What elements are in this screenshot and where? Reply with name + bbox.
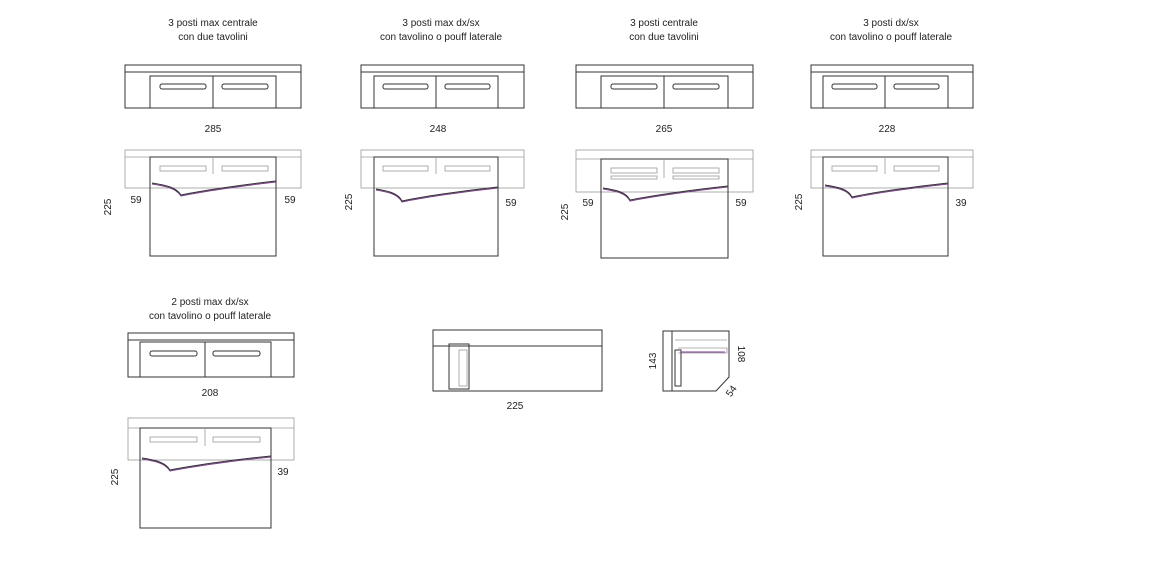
config-5-width: 208: [202, 388, 219, 399]
config-4-title: 3 posti dx/sx: [863, 18, 919, 29]
config-4-depth: 225: [794, 193, 805, 210]
detail-height: 143: [648, 352, 659, 369]
corner-detail: 143 108 54: [648, 330, 746, 399]
config-2-width: 248: [430, 124, 447, 135]
detail-angle: 54: [724, 383, 740, 399]
config-3-plan-view: [575, 149, 754, 259]
config-3: 3 posti centrale con due tavolini 265 22…: [560, 18, 754, 259]
config-2-right-dim: 59: [505, 198, 517, 209]
config-2-title: 3 posti max dx/sx: [402, 18, 479, 29]
config-4-front-view: [810, 64, 974, 109]
config-2-depth: 225: [344, 193, 355, 210]
config-1-right-dim: 59: [284, 195, 296, 206]
config-1-depth: 225: [103, 198, 114, 215]
config-5-front-view: [127, 332, 295, 378]
config-5-right-dim: 39: [277, 467, 289, 478]
config-3-right-dim: 59: [735, 198, 747, 209]
config-3-depth: 225: [560, 203, 571, 220]
config-3-title: 3 posti centrale: [630, 18, 698, 29]
config-3-subtitle: con due tavolini: [629, 32, 699, 43]
config-1-plan-view: [124, 149, 302, 257]
config-1-title: 3 posti max centrale: [168, 18, 258, 29]
config-4-plan-view: [810, 149, 974, 257]
config-5-title: 2 posti max dx/sx: [171, 297, 248, 308]
config-3-front-view: [575, 64, 754, 109]
side-view: 225: [432, 329, 603, 412]
config-1-subtitle: con due tavolini: [178, 32, 248, 43]
config-5-plan-view: [127, 417, 295, 529]
config-1-left-dim: 59: [130, 195, 142, 206]
config-4: 3 posti dx/sx con tavolino o pouff later…: [794, 18, 974, 257]
config-5-subtitle: con tavolino o pouff laterale: [149, 311, 272, 322]
config-4-width: 228: [879, 124, 896, 135]
config-3-width: 265: [656, 124, 673, 135]
side-view-length: 225: [507, 401, 524, 412]
config-1-width: 285: [205, 124, 222, 135]
config-3-left-dim: 59: [582, 198, 594, 209]
config-4-subtitle: con tavolino o pouff laterale: [830, 32, 953, 43]
detail-inner: 108: [735, 346, 746, 363]
config-2-subtitle: con tavolino o pouff laterale: [380, 32, 503, 43]
config-2-front-view: [360, 64, 525, 109]
config-1-front-view: [124, 64, 302, 109]
config-2-plan-view: [360, 149, 525, 257]
config-5: 2 posti max dx/sx con tavolino o pouff l…: [110, 297, 295, 529]
config-5-depth: 225: [110, 468, 121, 485]
config-4-right-dim: 39: [955, 198, 967, 209]
config-2: 3 posti max dx/sx con tavolino o pouff l…: [344, 18, 525, 257]
config-1: 3 posti max centrale con due tavolini 28…: [103, 18, 302, 257]
